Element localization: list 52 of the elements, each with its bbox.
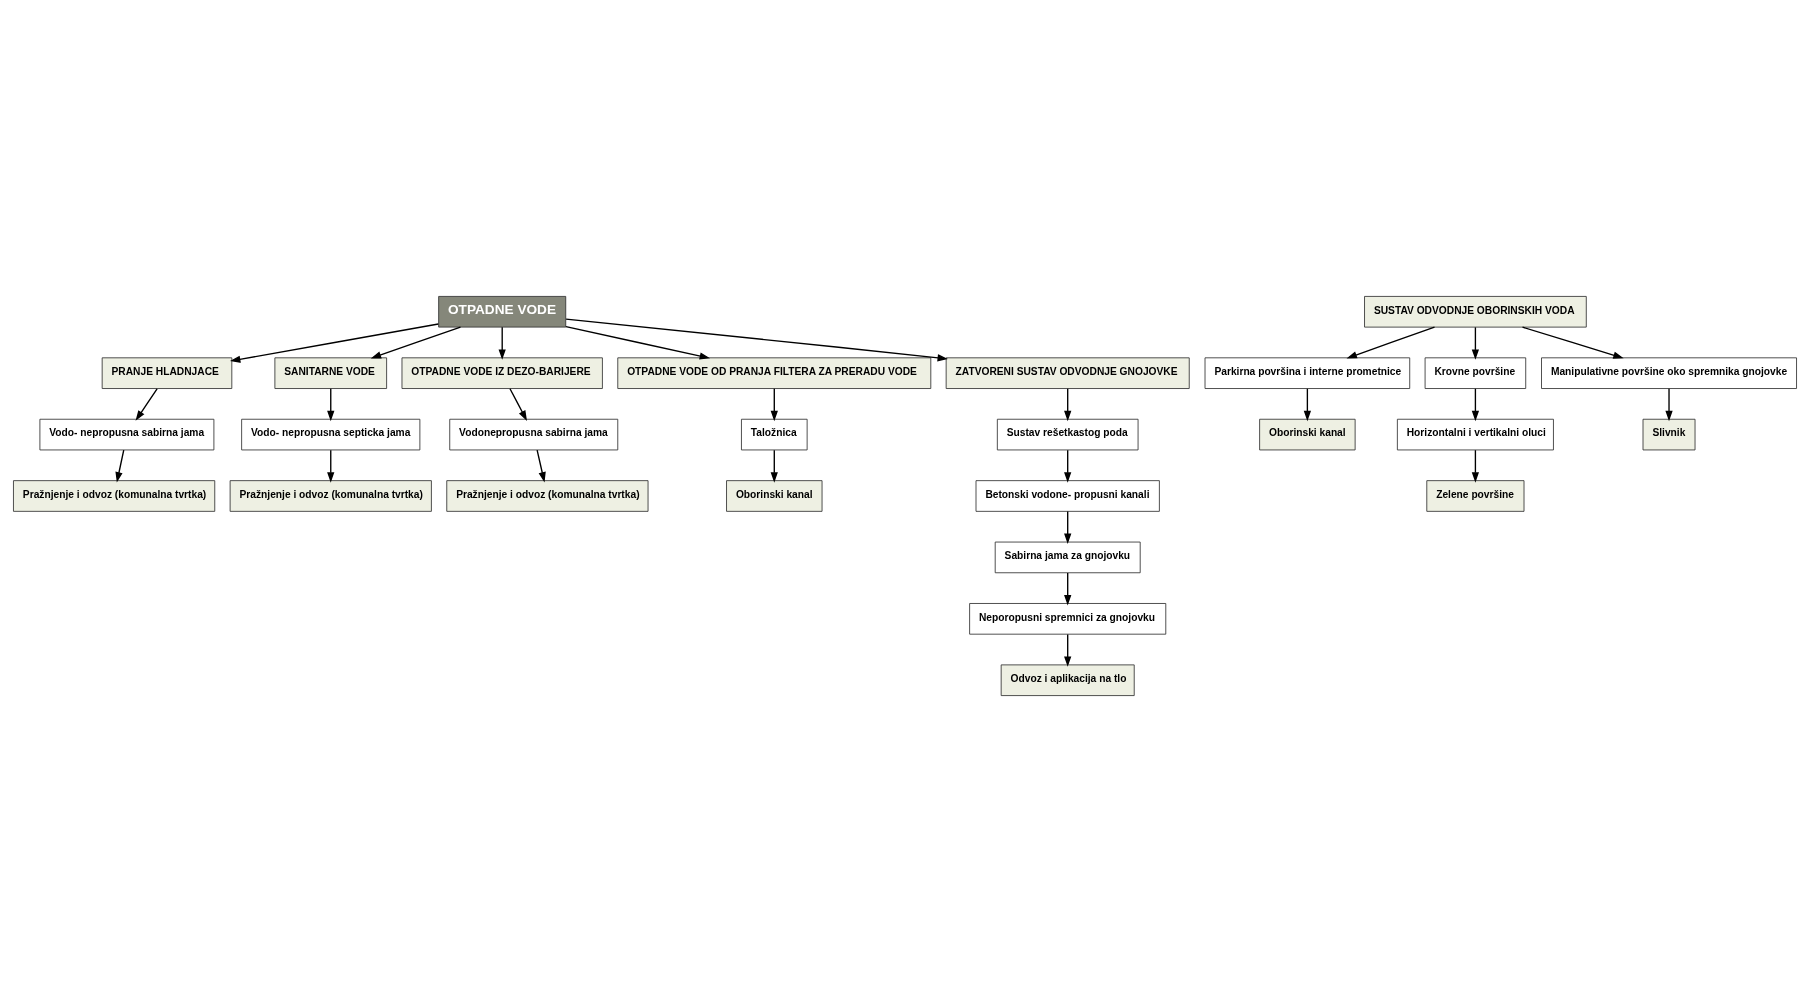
node-box: Vodo- nepropusna septicka jama xyxy=(241,418,421,451)
node-box: Horizontalni i vertikalni oluci xyxy=(1396,418,1554,451)
node-box: SUSTAV ODVODNJE OBORINSKIH VODA xyxy=(1364,296,1587,328)
arrow xyxy=(1471,449,1480,483)
arrow xyxy=(509,388,527,421)
node-box: Manipulativne površine oko spremnika gnojovke xyxy=(1541,357,1797,389)
arrow xyxy=(327,388,335,422)
node-box: Oborinski kanal xyxy=(726,480,823,512)
arrow xyxy=(1471,326,1480,360)
node-box: Pražnjenje i odvoz (komunalna tvrtka) xyxy=(13,480,216,512)
arrow xyxy=(327,449,335,483)
arrow xyxy=(230,323,440,363)
node-box: ZATVORENI SUSTAV ODVODNJE GNOJOVKE xyxy=(945,357,1190,389)
node-box: OTPADNE VODE IZ DEZO-BARIJERE xyxy=(401,357,603,389)
node-box: Slivnik xyxy=(1642,418,1696,451)
arrow xyxy=(1064,572,1072,606)
node-box: OTPADNE VODE OD PRANJA FILTERA ZA PRERADU VODE xyxy=(617,357,932,389)
node-box: Vodonepropusna sabirna jama xyxy=(449,418,619,451)
arrow xyxy=(1521,326,1624,359)
node-box: Zelene površine xyxy=(1426,480,1525,512)
node-box: Taložnica xyxy=(741,418,808,451)
node-box: Neporopusni spremnici za gnojovku xyxy=(969,603,1167,635)
node-box: Parkirna površina i interne prometnice xyxy=(1204,357,1411,389)
node-box: SANITARNE VODE xyxy=(274,357,388,389)
arrow xyxy=(1346,326,1436,359)
node-box: Betonski vodone- propusni kanali xyxy=(975,480,1160,512)
arrow xyxy=(115,449,125,483)
arrow xyxy=(1471,388,1480,422)
arrow xyxy=(1064,449,1072,483)
node-box: Oborinski kanal xyxy=(1259,418,1356,451)
arrow xyxy=(1303,388,1311,422)
node-box: Pražnjenje i odvoz (komunalna tvrtka) xyxy=(446,480,649,512)
node-box: PRANJE HLADNJACE xyxy=(101,357,233,389)
arrow xyxy=(770,449,778,483)
arrow xyxy=(565,325,711,360)
arrow xyxy=(1665,388,1673,422)
node-box: OTPADNE VODE xyxy=(438,296,567,328)
node-box: Odvoz i aplikacija na tlo xyxy=(1000,664,1135,696)
node-box: Krovne površine xyxy=(1424,357,1527,389)
arrow xyxy=(1064,633,1072,667)
node-box: Vodo- nepropusna sabirna jama xyxy=(39,418,215,451)
node-box: Sabirna jama za gnojovku xyxy=(994,541,1141,574)
arrow xyxy=(770,388,778,422)
arrow xyxy=(1064,388,1072,422)
node-box: Pražnjenje i odvoz (komunalna tvrtka) xyxy=(229,480,432,512)
arrow xyxy=(565,318,948,362)
node-box: Sustav rešetkastog poda xyxy=(996,418,1139,451)
arrow xyxy=(370,326,462,359)
arrow xyxy=(135,388,158,421)
arrow xyxy=(536,449,546,483)
arrow xyxy=(498,326,506,360)
arrow xyxy=(1064,510,1072,545)
